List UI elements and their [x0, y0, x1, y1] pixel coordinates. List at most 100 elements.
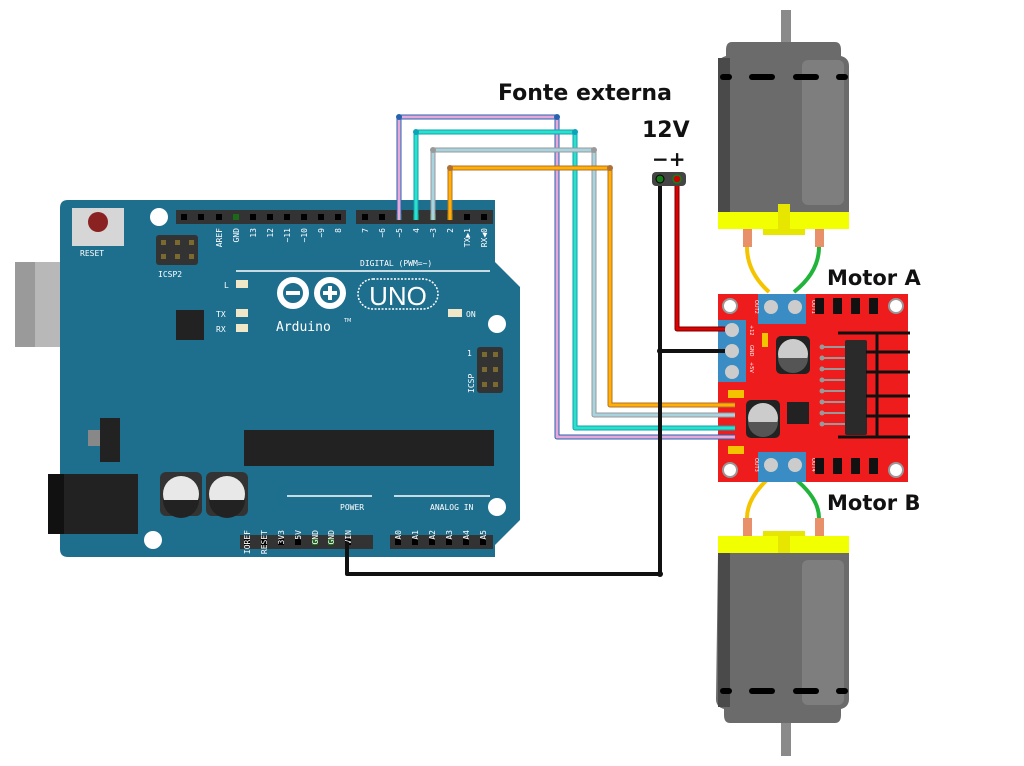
- pin-label: A2: [428, 530, 437, 540]
- reset-button-cap[interactable]: [88, 212, 108, 232]
- jumper-enb[interactable]: [728, 446, 744, 454]
- pin-label: 3V3: [277, 530, 286, 545]
- header-pin[interactable]: [216, 214, 222, 220]
- header-pin[interactable]: [284, 214, 290, 220]
- header-pin[interactable]: [318, 214, 324, 220]
- header-pin[interactable]: [429, 539, 435, 545]
- header-pin[interactable]: [463, 539, 469, 545]
- pin-label: A3: [445, 530, 454, 540]
- header-pin[interactable]: [379, 214, 385, 220]
- header-pin[interactable]: [267, 214, 273, 220]
- out1-label: OUT1: [810, 300, 816, 314]
- capacitor: [160, 472, 202, 518]
- analog-header: [390, 535, 493, 549]
- reset-label: RESET: [80, 249, 104, 258]
- digital-header-left: [176, 210, 346, 224]
- voltage-regulator-tab: [88, 430, 100, 446]
- pin-label: ~11: [283, 228, 292, 243]
- mount-hole: [488, 498, 506, 516]
- motor-b-label: Motor B: [827, 491, 920, 515]
- wire-vcc-outline: [674, 180, 725, 332]
- analog-pins: [395, 539, 486, 545]
- led-l: [236, 280, 248, 288]
- header-pin[interactable]: [181, 214, 187, 220]
- out2-label: OUT2: [753, 300, 759, 314]
- l298n-motor-driver: OUT2 OUT1 OUT3 OUT4 +12 GND +5V: [718, 294, 910, 482]
- header-pin[interactable]: [278, 539, 284, 545]
- header-pin[interactable]: [362, 214, 368, 220]
- pin-label: GND: [327, 530, 336, 545]
- header-pin[interactable]: [295, 539, 301, 545]
- out4-label: OUT4: [810, 458, 816, 472]
- pin-label: RX◀0: [480, 228, 489, 247]
- out3-label: OUT3: [753, 458, 759, 472]
- pin-label: 7: [361, 228, 370, 233]
- jumper-ena[interactable]: [728, 390, 744, 398]
- led-l-label: L: [224, 281, 229, 290]
- motor-b-highlight: [802, 560, 844, 705]
- voltage-label: 12V: [642, 118, 690, 143]
- motor-a-slots: [720, 74, 848, 80]
- motor-b-shaft: [781, 723, 791, 756]
- motor-b-terminal-1: [743, 518, 752, 536]
- motor-a-highlight: [802, 60, 844, 205]
- motor-a-shade: [718, 58, 730, 212]
- header-pin[interactable]: [335, 214, 341, 220]
- pin-label: ~5: [395, 228, 404, 238]
- led-rx-label: RX: [216, 325, 226, 334]
- header-pin[interactable]: [301, 214, 307, 220]
- pin-label: 12: [266, 228, 275, 238]
- uno-badge: [357, 278, 439, 310]
- pin-label: ~10: [300, 228, 309, 243]
- power-source-label: Fonte externa: [498, 81, 672, 106]
- motor-b-shade: [718, 553, 730, 707]
- usb-chip: [176, 310, 204, 340]
- capacitor: [206, 472, 248, 518]
- pin-label: 5V: [294, 530, 303, 540]
- icsp-label: ICSP: [467, 374, 476, 393]
- header-pin[interactable]: [198, 214, 204, 220]
- header-pin[interactable]: [412, 539, 418, 545]
- polarity-label: −+: [652, 147, 686, 171]
- pin-label: IOREF: [243, 530, 252, 554]
- pin-label: ~9: [317, 228, 326, 238]
- motor-a: [718, 10, 849, 247]
- l298-leg-pad: [819, 421, 825, 427]
- jumper-5v[interactable]: [762, 333, 768, 347]
- pin-label: VIN: [344, 530, 353, 545]
- header-pin[interactable]: [464, 214, 470, 220]
- analog-title: ANALOG IN: [430, 503, 474, 512]
- header-pin[interactable]: [446, 539, 452, 545]
- wire-bends: [396, 114, 663, 577]
- driver-diodes: [815, 298, 878, 474]
- digital-header-right: [356, 210, 493, 224]
- driver-regulator: [787, 402, 809, 424]
- header-pin[interactable]: [233, 214, 239, 220]
- icsp2-label: ICSP2: [158, 270, 182, 279]
- motor-a-terminal-1: [743, 229, 752, 247]
- icsp-pin1-label: 1: [467, 349, 472, 358]
- wire-gnd-arduino: [345, 180, 662, 576]
- external-power-connector[interactable]: [652, 172, 686, 186]
- pin-label: ~6: [378, 228, 387, 238]
- l298-legs: [819, 344, 846, 427]
- header-pin[interactable]: [480, 539, 486, 545]
- header-pin[interactable]: [395, 539, 401, 545]
- motor-a-cap-nub: [778, 204, 790, 229]
- header-pin[interactable]: [481, 214, 487, 220]
- brand-label: Arduino: [276, 320, 331, 335]
- header-pin[interactable]: [244, 539, 250, 545]
- l298-leg-pad: [819, 355, 825, 361]
- header-pin[interactable]: [328, 539, 334, 545]
- pin-label: A1: [411, 530, 420, 540]
- icsp2-pins: [161, 240, 194, 259]
- header-pin[interactable]: [250, 214, 256, 220]
- motor-a-label: Motor A: [827, 266, 921, 290]
- header-pin[interactable]: [261, 539, 267, 545]
- pin-label: GND: [232, 228, 241, 243]
- wire-motor-b-green: [792, 476, 821, 519]
- pin-label: TX▶1: [463, 228, 472, 247]
- header-pin[interactable]: [312, 539, 318, 545]
